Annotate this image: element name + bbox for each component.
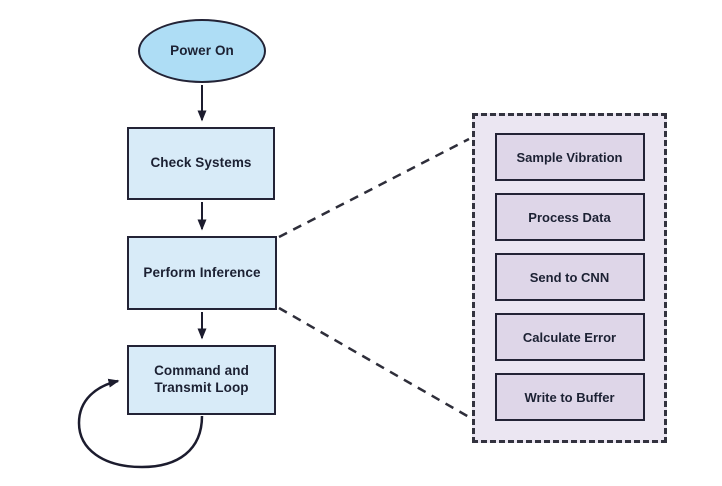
node-check-systems: Check Systems: [127, 127, 275, 200]
node-perform-inference-label: Perform Inference: [143, 264, 261, 280]
panel-item-write-to-buffer: Write to Buffer: [494, 373, 645, 421]
panel-item-send-to-cnn-label: Send to CNN: [529, 269, 610, 285]
panel-item-sample-vibration: Sample Vibration: [494, 133, 645, 181]
panel-item-calculate-error-label: Calculate Error: [522, 329, 617, 345]
node-command-transmit-loop: Command and Transmit Loop: [127, 345, 276, 415]
dashed-link-top: [278, 137, 470, 239]
node-power-on: Power On: [138, 19, 266, 83]
node-power-on-label: Power On: [170, 42, 234, 58]
node-check-systems-label: Check Systems: [150, 155, 252, 171]
dashed-link-bottom: [278, 306, 470, 419]
node-command-transmit-loop-label: Command and Transmit Loop: [154, 363, 249, 395]
panel-item-send-to-cnn: Send to CNN: [494, 253, 645, 301]
inference-detail-panel: Sample Vibration Process Data Send to CN…: [472, 113, 667, 443]
self-loop-arrow: [77, 378, 204, 469]
panel-item-process-data-label: Process Data: [528, 209, 611, 225]
panel-item-calculate-error: Calculate Error: [494, 313, 645, 361]
panel-item-write-to-buffer-label: Write to Buffer: [524, 389, 615, 405]
panel-item-process-data: Process Data: [494, 193, 645, 241]
node-perform-inference: Perform Inference: [127, 236, 277, 310]
panel-item-sample-vibration-label: Sample Vibration: [516, 149, 623, 165]
